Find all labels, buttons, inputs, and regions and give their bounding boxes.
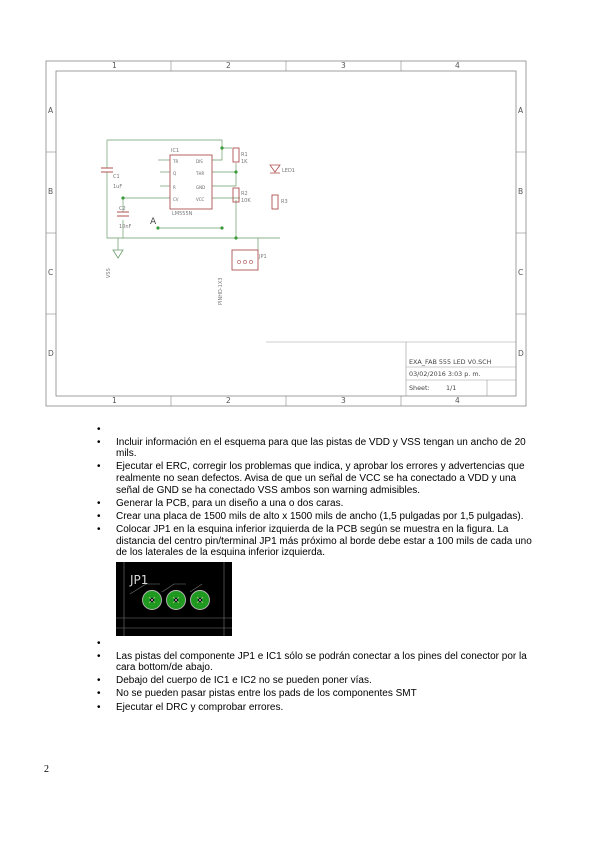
column-label: 4 — [455, 396, 460, 405]
capacitor-c1: C1 1uF — [101, 165, 122, 190]
ic-pin-label: TR — [172, 159, 178, 164]
part-name: C1 — [113, 174, 120, 180]
list-item: Ejecutar el DRC y comprobar errores. — [96, 702, 532, 714]
list-item: Colocar JP1 en la esquina inferior izqui… — [96, 524, 532, 636]
pcb-label: JP1 — [129, 573, 148, 587]
part-name: R3 — [281, 199, 288, 205]
capacitor-c2: C2 10nF — [117, 206, 132, 230]
part-name: VSS — [106, 268, 112, 278]
part-value: 1K — [241, 159, 248, 165]
part-name: JP1 — [258, 254, 267, 260]
part-value: 10nF — [119, 224, 132, 230]
row-label: A — [48, 106, 54, 115]
part-name: LED1 — [282, 168, 295, 174]
ic-pin-label: DIS — [196, 159, 203, 164]
title-block-date: 03/02/2016 3:03 p. m. — [409, 370, 481, 378]
list-item: Crear una placa de 1500 mils de alto x 1… — [96, 511, 532, 523]
list-item: Ejecutar el ERC, corregir los problemas … — [96, 461, 532, 496]
column-label: 4 — [455, 61, 460, 70]
column-label: 3 — [341, 61, 346, 70]
title-block: EXA_FAB 555 LED V0.SCH 03/02/2016 3:03 p… — [266, 341, 516, 396]
title-block-sheet-label: Sheet: — [409, 384, 430, 392]
ic-pin-label: Q — [173, 171, 176, 176]
list-item: Las pistas del componente JP1 e IC1 sólo… — [96, 651, 532, 674]
list-item-text: Colocar JP1 en la esquina inferior izqui… — [116, 524, 532, 559]
title-block-title: EXA_FAB 555 LED V0.SCH — [409, 358, 492, 366]
resistor-r1: R1 1K — [232, 147, 248, 165]
column-label: 1 — [112, 61, 117, 70]
row-label: D — [518, 349, 524, 358]
page-number: 2 — [44, 764, 49, 775]
column-label: 2 — [226, 396, 231, 405]
instruction-list: Incluir información en el esquema para q… — [96, 424, 532, 715]
ic-555: TR Q R CV DIS THR GND VCC IC1 LM555N — [169, 148, 213, 217]
title-block-sheet-value: 1/1 — [446, 384, 456, 392]
part-name: R1 — [241, 152, 248, 158]
ic-pin-label: CV — [173, 197, 179, 202]
ic-value: LM555N — [172, 211, 193, 217]
junction-dots — [121, 146, 238, 240]
row-label: A — [518, 106, 524, 115]
pcb-figure: JP1 — [116, 561, 232, 636]
ic-name: IC1 — [171, 148, 179, 154]
list-item: Debajo del cuerpo de IC1 e IC2 no se pue… — [96, 675, 532, 687]
part-name: C2 — [119, 206, 126, 212]
list-item: Incluir información en el esquema para q… — [96, 437, 532, 460]
schematic-marker: A — [150, 217, 157, 227]
row-label: C — [518, 268, 523, 277]
row-label: B — [518, 187, 523, 196]
row-label: D — [48, 349, 54, 358]
list-item — [96, 424, 532, 436]
column-label: 1 — [112, 396, 117, 405]
ic-pin-label: THR — [195, 171, 204, 176]
ground-vss: VSS — [106, 249, 124, 278]
outer-frame — [45, 60, 527, 407]
list-item: No se pueden pasar pistas entre los pads… — [96, 688, 532, 700]
part-value: 1uF — [113, 184, 122, 190]
resistor-r3: R3 — [271, 194, 288, 210]
schematic-diagram: 1 2 3 4 1 2 3 4 A B C D A B C D EXA_FAB … — [45, 60, 527, 407]
ic-pin-label: GND — [196, 185, 205, 190]
row-label: C — [48, 268, 53, 277]
schematic-wires — [106, 139, 280, 250]
ic-pin-label: R — [173, 185, 176, 190]
part-value: 10K — [241, 198, 251, 204]
part-name: R2 — [241, 191, 248, 197]
resistor-r2: R2 10K — [232, 187, 251, 204]
ic-pin-label: VCC — [196, 197, 205, 202]
row-label: B — [48, 187, 53, 196]
column-label: 2 — [226, 61, 231, 70]
column-label: 3 — [341, 396, 346, 405]
list-item — [96, 638, 532, 650]
part-value: PINHD-1X3 — [218, 278, 224, 305]
inner-frame — [55, 70, 517, 397]
list-item: Generar la PCB, para un diseño a una o d… — [96, 498, 532, 510]
pcb-pads — [142, 589, 210, 610]
led-d1: LED1 — [269, 164, 295, 174]
connector-jp1: JP1 PINHD-1X3 — [218, 249, 267, 305]
